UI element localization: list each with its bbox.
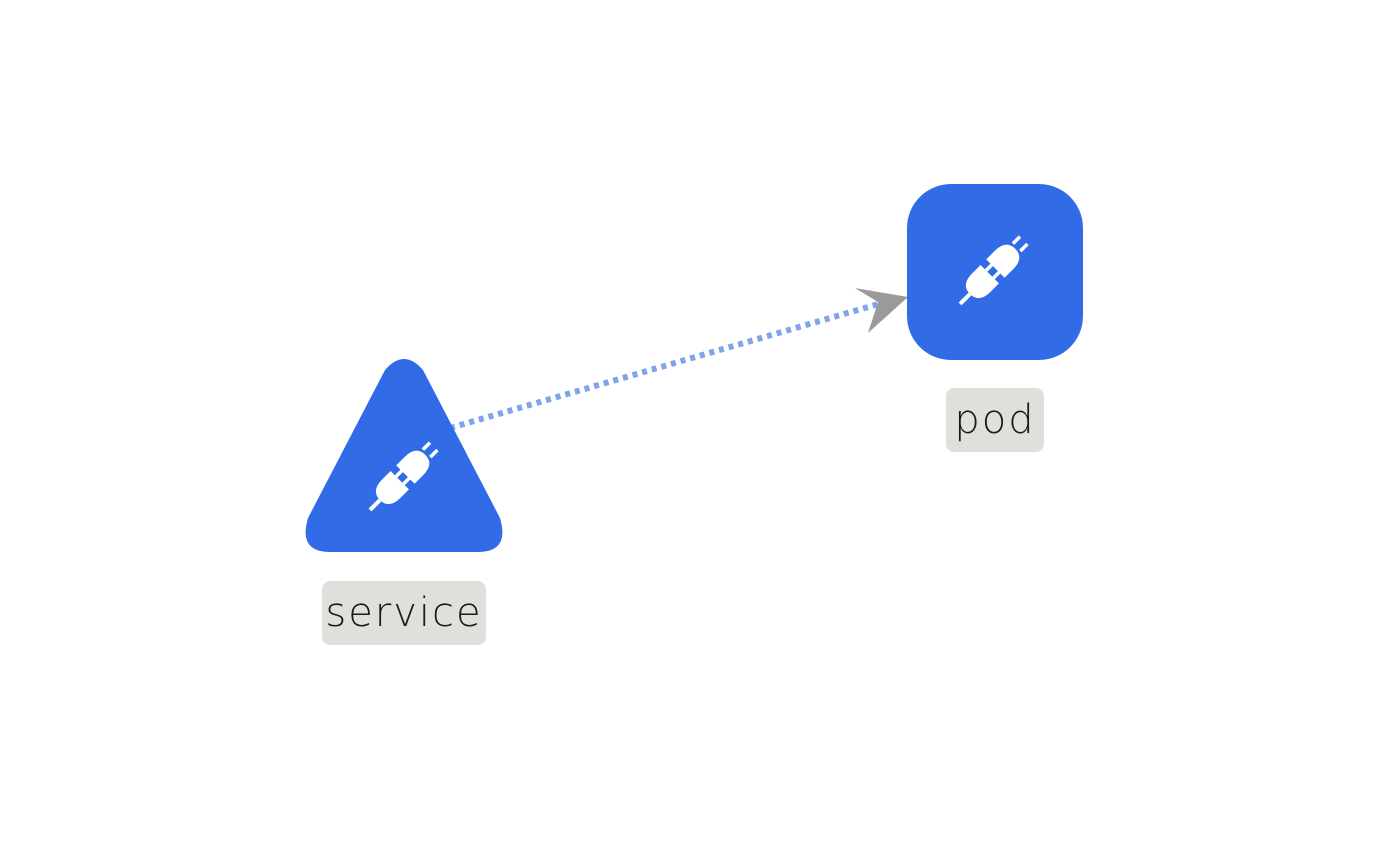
pod-node[interactable] — [907, 184, 1083, 360]
plug-icon — [368, 441, 439, 512]
service-node-label: service — [322, 581, 486, 645]
pod-node-label: pod — [946, 388, 1044, 452]
service-node[interactable] — [305, 359, 503, 552]
pod-node-shape[interactable] — [907, 184, 1083, 360]
edge-service-to-pod[interactable] — [449, 300, 883, 431]
plug-icon — [958, 235, 1029, 306]
edge-arrowhead — [855, 288, 908, 333]
service-node-shape[interactable] — [305, 359, 503, 552]
